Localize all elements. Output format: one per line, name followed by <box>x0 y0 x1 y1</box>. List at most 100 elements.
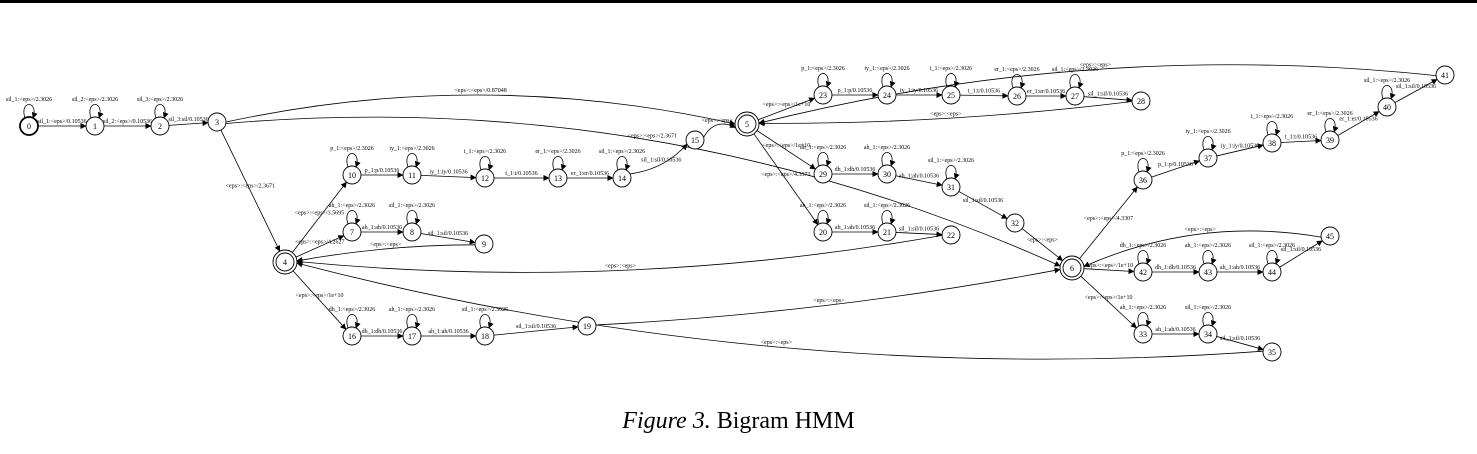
arc-33-34: ah_1:ah/0.10536 <box>1152 327 1200 337</box>
arc-42-43: dh_1:dh/0.10536 <box>1152 265 1200 275</box>
state-circle <box>734 111 760 137</box>
state-13: 13 <box>548 168 568 188</box>
arc-label: sil_3:sil/0.10536 <box>168 117 208 123</box>
state-label: 3 <box>215 118 219 127</box>
state-circle <box>1377 97 1397 117</box>
state-label: 15 <box>691 136 699 145</box>
arc-34-34: sil_1:<eps>/2.3026 <box>1185 305 1231 327</box>
transition-arc <box>1280 137 1322 144</box>
transition-arc <box>758 64 1437 125</box>
arc-37-37: iy_1:<eps>/2.3026 <box>1185 129 1231 151</box>
arc-13-14: er_1:er/0.10536 <box>567 171 614 181</box>
final-state-ring <box>275 252 295 272</box>
state-circle <box>1198 148 1218 168</box>
arc-18-18: sil_1:<eps>/2.3026 <box>462 307 508 329</box>
arc-label: er_1:<eps>/2.3026 <box>535 149 580 155</box>
state-circle <box>1133 170 1153 190</box>
arc-label: <eps>:<eps>/3.5695 <box>295 210 344 216</box>
arc-1-1: sil_2:<eps>/2.3026 <box>72 97 118 119</box>
arc-label: <eps>:<eps>/2.3671 <box>226 184 275 190</box>
state-45: 45 <box>1320 226 1340 246</box>
state-circle <box>813 85 833 105</box>
arc-label: <eps>:<eps>/4.3307 <box>1084 216 1133 222</box>
state-23: 23 <box>813 85 833 105</box>
self-loop-arc <box>89 104 104 119</box>
arc-label: dh_1:<eps>/2.3026 <box>1120 243 1167 249</box>
transition-arc <box>703 122 736 138</box>
state-circle <box>1133 324 1153 344</box>
arc-label: ah_1:<eps>/2.3026 <box>329 203 375 209</box>
arc-37-38: iy_1:iy/0.10536 <box>1216 143 1264 157</box>
arc-2-3: sil_3:sil/0.10536 <box>168 117 209 127</box>
state-38: 38 <box>1262 133 1282 153</box>
self-loop-arc <box>479 156 494 171</box>
arc-10-10: p_1:<eps>/2.3026 <box>330 146 374 168</box>
arc-3-4: <eps>:<eps>/2.3671 <box>220 129 281 252</box>
arc-label: dh_1:dh/0.10536 <box>835 167 876 173</box>
arc-0-1: sil_1:<eps>/0.10536 <box>37 119 87 129</box>
state-circle <box>85 116 105 136</box>
state-19: 19 <box>577 316 597 336</box>
arc-label: <eps>:<eps>/4.3373 <box>761 172 810 178</box>
transition-arc <box>420 174 477 181</box>
transition-arc <box>959 92 1009 99</box>
arc-label: <eps>:<eps> <box>702 118 734 124</box>
state-label: 26 <box>1013 92 1021 101</box>
arc-label: dh_1:dh/0.10536 <box>1155 265 1196 271</box>
arc-12-12: t_1:<eps>/2.3026 <box>464 149 506 171</box>
arc-label: ah_1:<eps>/2.3026 <box>1120 305 1166 311</box>
transition-arc <box>895 231 943 238</box>
state-label: 1 <box>93 122 97 131</box>
arc-label: sil_1:sil/0.10536 <box>1396 84 1436 90</box>
self-loop-arc <box>817 73 832 88</box>
self-loop-arc <box>154 104 169 119</box>
arc-label: p_1:p/0.10536 <box>1158 162 1193 168</box>
caption-title: Bigram HMM <box>716 408 855 434</box>
transition-arc <box>292 181 347 253</box>
arc-label: sil_2:<eps>/2.3026 <box>72 97 118 103</box>
state-28: 28 <box>1131 91 1151 111</box>
arc-label: er_1:<eps>/2.3026 <box>994 67 1039 73</box>
arc-label: sil_1:<eps>/2.3026 <box>599 149 645 155</box>
arc-label: ah_1:ah/0.10536 <box>362 225 402 231</box>
state-circle <box>150 116 170 136</box>
arc-36-37: p_1:p/0.10536 <box>1151 159 1200 178</box>
arc-40-41: sil_1:sil/0.10536 <box>1394 78 1438 104</box>
state-label: 13 <box>554 174 562 183</box>
arc-0-0: sil_1:<eps>/2.3026 <box>6 97 52 119</box>
arc-label: t_1:<eps>/2.3026 <box>1251 114 1293 120</box>
transition-arc <box>595 267 1061 326</box>
arc-label: er_1:<eps>/2.3026 <box>1307 111 1352 117</box>
state-circle <box>474 234 494 254</box>
state-circle <box>402 165 422 185</box>
arc-label: <eps>:<eps> <box>761 340 793 346</box>
state-2: 2 <box>150 116 170 136</box>
arc-32-6: <eps>:<eps> <box>1021 228 1063 261</box>
state-circle <box>1198 262 1218 282</box>
state-label: 20 <box>819 228 827 237</box>
transition-arc <box>1080 275 1137 329</box>
state-circle <box>342 165 362 185</box>
arc-17-18: ah_1:ah/0.10536 <box>421 329 477 339</box>
state-27: 27 <box>1065 86 1085 106</box>
state-circle <box>548 168 568 188</box>
self-loop-arc <box>1324 118 1339 133</box>
arc-8-8: sil_1:<eps>/2.3026 <box>389 203 435 225</box>
arc-4-7: <eps>:<eps>/4.2627 <box>295 235 345 258</box>
arcs-layer: sil_1:<eps>/2.3026sil_1:<eps>/0.10536sil… <box>6 62 1438 360</box>
fst-diagram: sil_1:<eps>/2.3026sil_1:<eps>/0.10536sil… <box>6 62 1455 362</box>
self-loop-arc <box>346 210 361 225</box>
state-41: 41 <box>1435 65 1455 85</box>
state-43: 43 <box>1198 262 1218 282</box>
arc-label: sil_1:sil/0.10536 <box>963 198 1003 204</box>
state-26: 26 <box>1007 86 1027 106</box>
state-label: 39 <box>1326 136 1334 145</box>
self-loop-arc <box>1137 158 1152 173</box>
arc-40-40: sil_1:<eps>/2.3026 <box>1364 78 1410 100</box>
self-loop-arc <box>817 152 832 167</box>
self-loop-arc <box>945 73 960 88</box>
final-state-ring <box>1062 258 1082 278</box>
arc-1-2: sil_2:<eps>/0.10536 <box>103 119 152 129</box>
arc-44-45: sil_1:sil/0.10536 <box>1279 240 1323 268</box>
transition-arc <box>753 133 819 226</box>
